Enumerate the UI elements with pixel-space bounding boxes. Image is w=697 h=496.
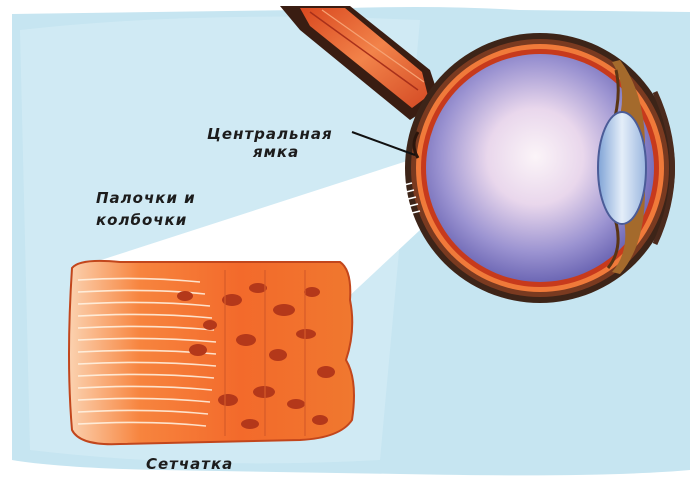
- lens: [598, 112, 646, 224]
- label-fovea-line2: ямка: [253, 144, 299, 161]
- label-rods-line2: колбочки: [96, 212, 187, 229]
- label-fovea-line1: Центральная: [207, 126, 333, 143]
- label-rods-line1: Палочки и: [96, 190, 196, 207]
- eyeball: [404, 33, 675, 303]
- label-retina: Сетчатка: [146, 456, 233, 473]
- retina-sample: [69, 261, 354, 444]
